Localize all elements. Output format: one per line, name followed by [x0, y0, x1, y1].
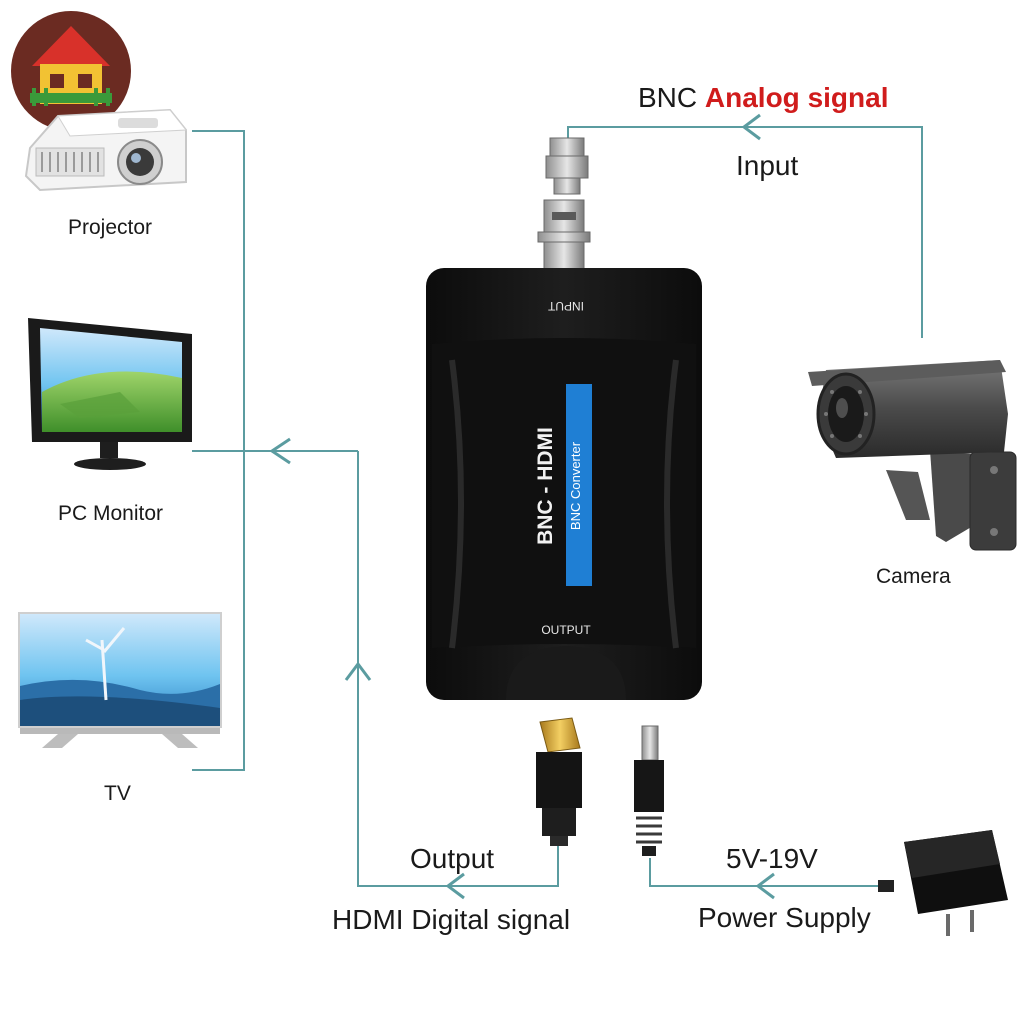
arrow-left-output: [445, 872, 465, 900]
tv-label: TV: [104, 782, 131, 805]
converter-output-label: OUTPUT: [541, 623, 591, 637]
input-signal-title: BNC Analog signal: [638, 82, 888, 114]
camera-icon: [808, 360, 1017, 551]
input-signal-highlight: Analog signal: [704, 82, 889, 113]
converter-input-label: INPUT: [547, 299, 584, 313]
power-supply-label: Power Supply: [698, 902, 871, 933]
projector-icon: [24, 108, 187, 192]
flow-arrows: [269, 113, 775, 900]
converter-model-label: BNC - HDMI: [534, 427, 557, 545]
arrow-left-monitor: [269, 437, 291, 465]
bnc-input-jack-icon: [537, 199, 591, 273]
projector-label: Projector: [68, 216, 153, 239]
line-power: [649, 858, 878, 887]
tv-icon: [18, 612, 222, 748]
output-signal-description: HDMI Digital signal: [332, 904, 571, 935]
camera-label: Camera: [876, 565, 951, 588]
converter-body: [426, 268, 702, 700]
pc-monitor-label: PC Monitor: [58, 502, 164, 525]
hdmi-connector-icon: [536, 717, 582, 846]
bnc-plug-icon: [545, 137, 589, 195]
converter-subtitle-label: BNC Converter: [568, 441, 583, 530]
input-caption: Input: [736, 150, 799, 181]
arrow-left-power: [755, 872, 775, 900]
power-voltage-label: 5V-19V: [726, 843, 818, 874]
arrow-up-output: [344, 661, 372, 681]
input-signal-prefix: BNC: [638, 82, 698, 113]
line-hdmi-output: [357, 451, 559, 887]
house-logo-icon: [11, 11, 131, 131]
pc-monitor-icon: [28, 318, 192, 470]
dc-power-plug-icon: [634, 725, 664, 856]
power-adapter-icon: [878, 830, 1008, 936]
arrow-left-input: [741, 113, 761, 141]
output-caption: Output: [410, 843, 495, 874]
